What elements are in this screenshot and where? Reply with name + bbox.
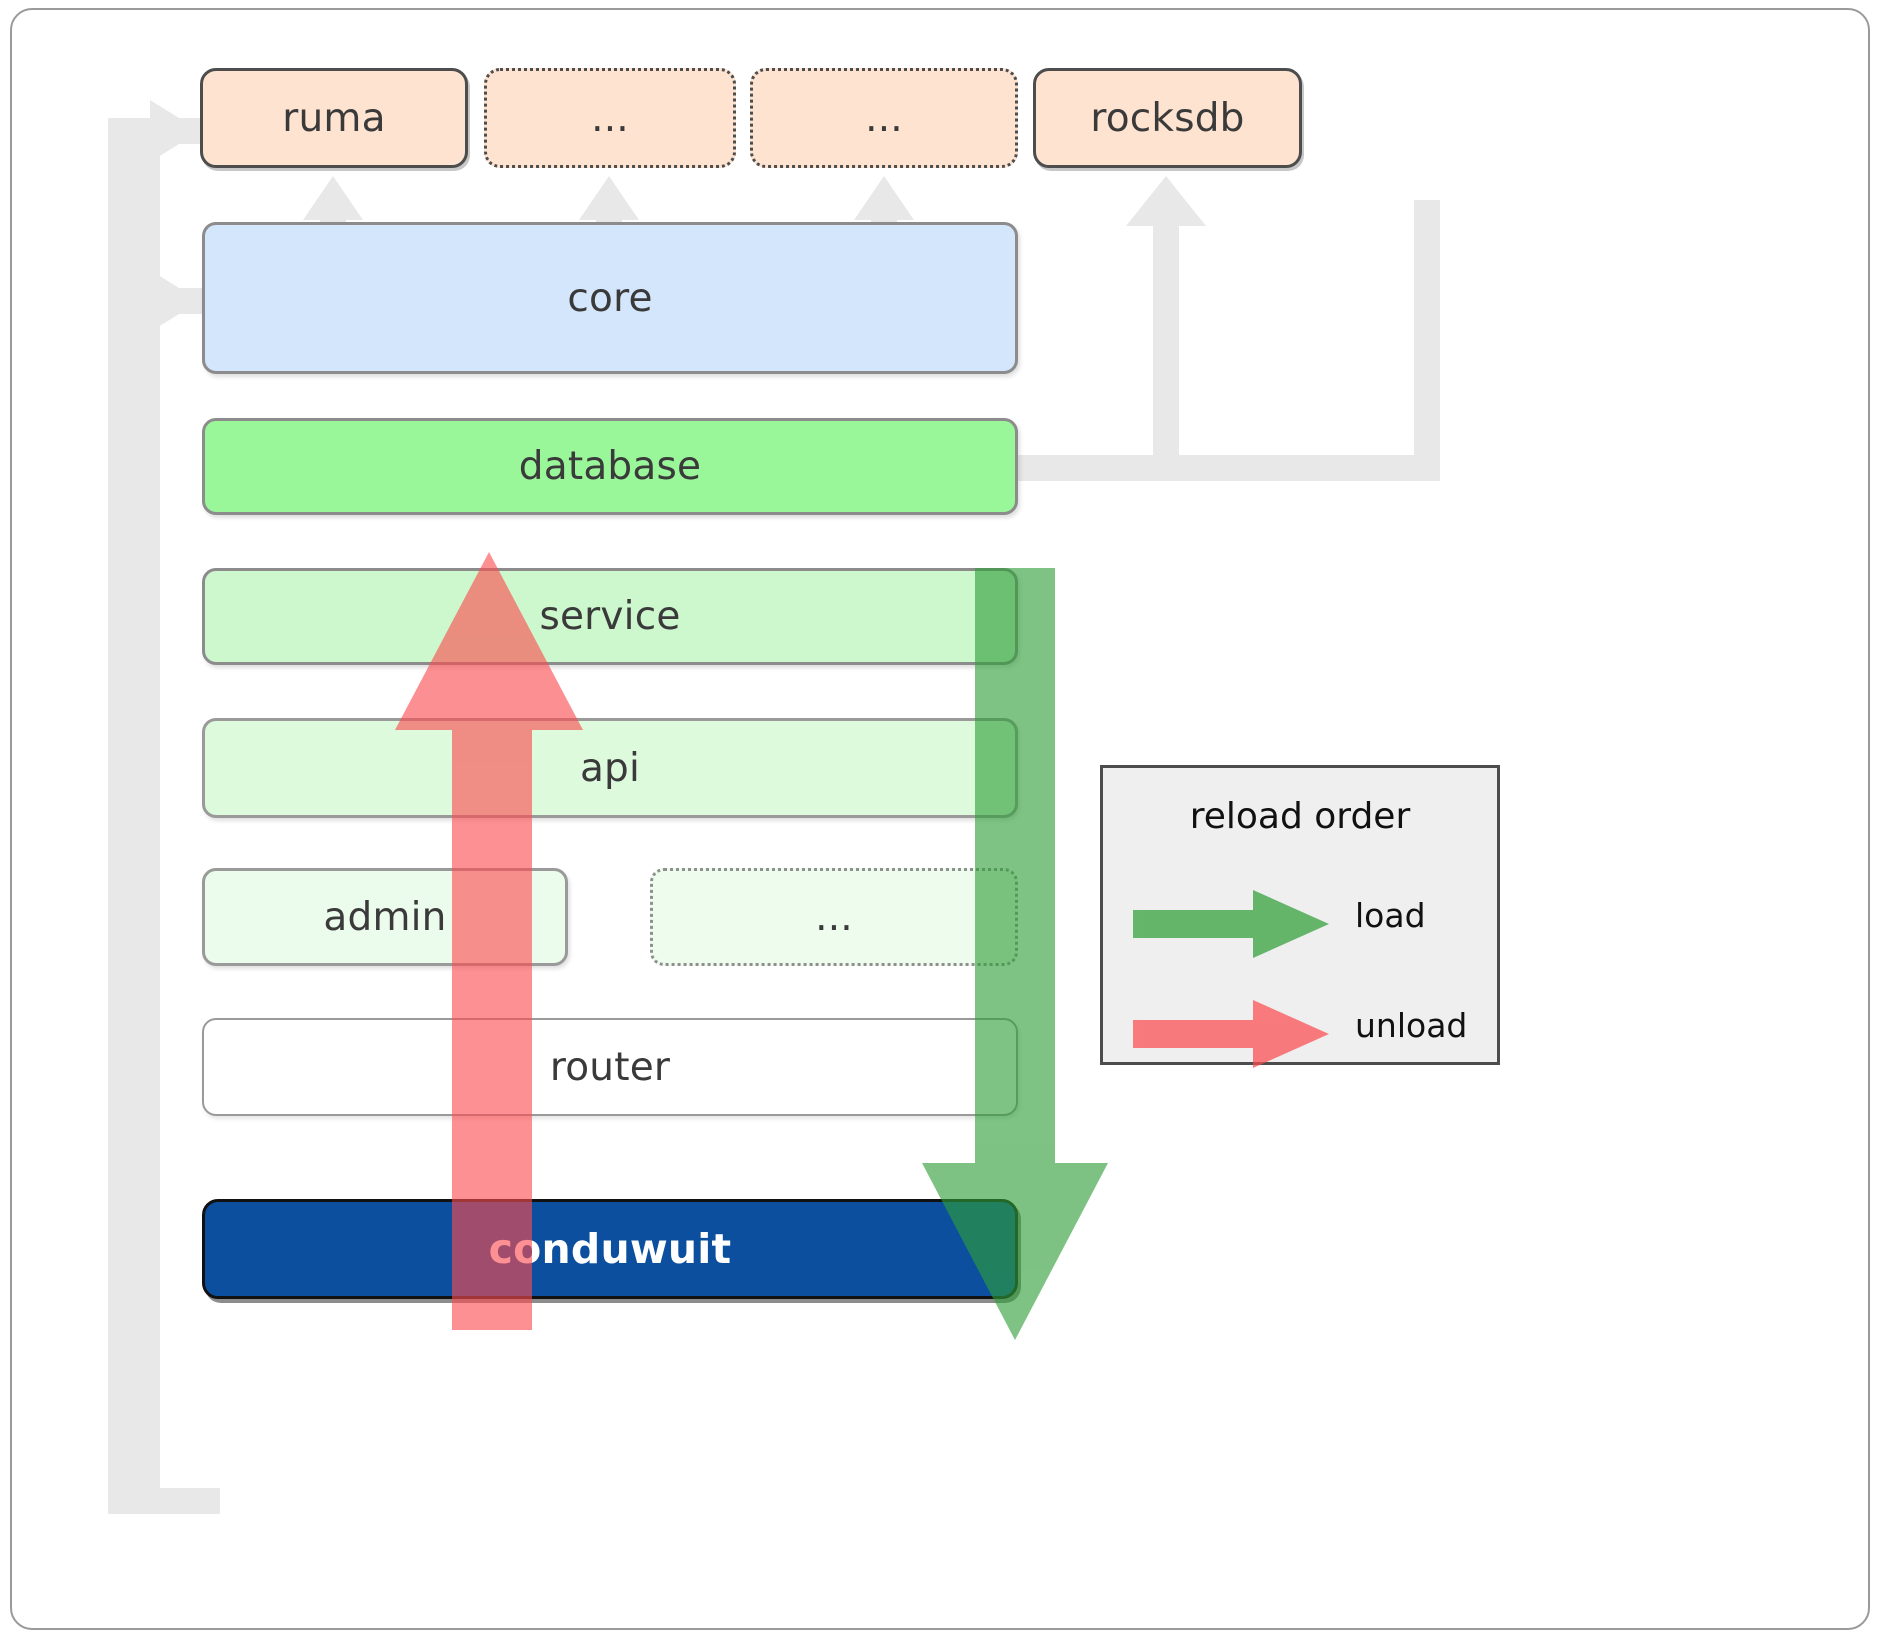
unload-arrow-icon	[1133, 1000, 1329, 1068]
layer-label: ...	[815, 894, 853, 940]
load-arrow-icon	[1133, 890, 1329, 958]
dependency-label: ...	[865, 95, 903, 141]
layer-core[interactable]: core	[202, 222, 1018, 374]
layer-api[interactable]: api	[202, 718, 1018, 818]
layer-router[interactable]: router	[202, 1018, 1018, 1116]
application-label: conduwuit	[488, 1225, 732, 1273]
layer-ellipsis[interactable]: ...	[650, 868, 1018, 966]
legend-row-load: load	[1103, 888, 1497, 958]
layer-service[interactable]: service	[202, 568, 1018, 665]
dependency-label: ...	[591, 95, 629, 141]
layer-label: api	[579, 745, 641, 791]
layer-database[interactable]: database	[202, 418, 1018, 515]
legend-row-unload: unload	[1103, 998, 1497, 1068]
dependency-ellipsis-2[interactable]: ...	[750, 68, 1018, 168]
dependency-rocksdb[interactable]: rocksdb	[1033, 68, 1302, 168]
legend-panel: reload order load unload	[1100, 765, 1500, 1068]
layer-label: router	[549, 1044, 671, 1090]
layer-label: service	[539, 594, 681, 639]
dependency-label: rocksdb	[1090, 95, 1245, 141]
layer-label: database	[518, 444, 702, 489]
legend-title: reload order	[1189, 796, 1411, 837]
layer-label: core	[567, 275, 653, 321]
legend-label: unload	[1355, 1006, 1468, 1045]
layer-label: admin	[323, 894, 447, 940]
dependency-ellipsis-1[interactable]: ...	[484, 68, 736, 168]
dependency-label: ruma	[282, 95, 386, 141]
application-conduwuit[interactable]: conduwuit	[202, 1199, 1018, 1299]
dependency-ruma[interactable]: ruma	[200, 68, 468, 168]
layer-admin[interactable]: admin	[202, 868, 568, 966]
legend-label: load	[1355, 896, 1426, 935]
